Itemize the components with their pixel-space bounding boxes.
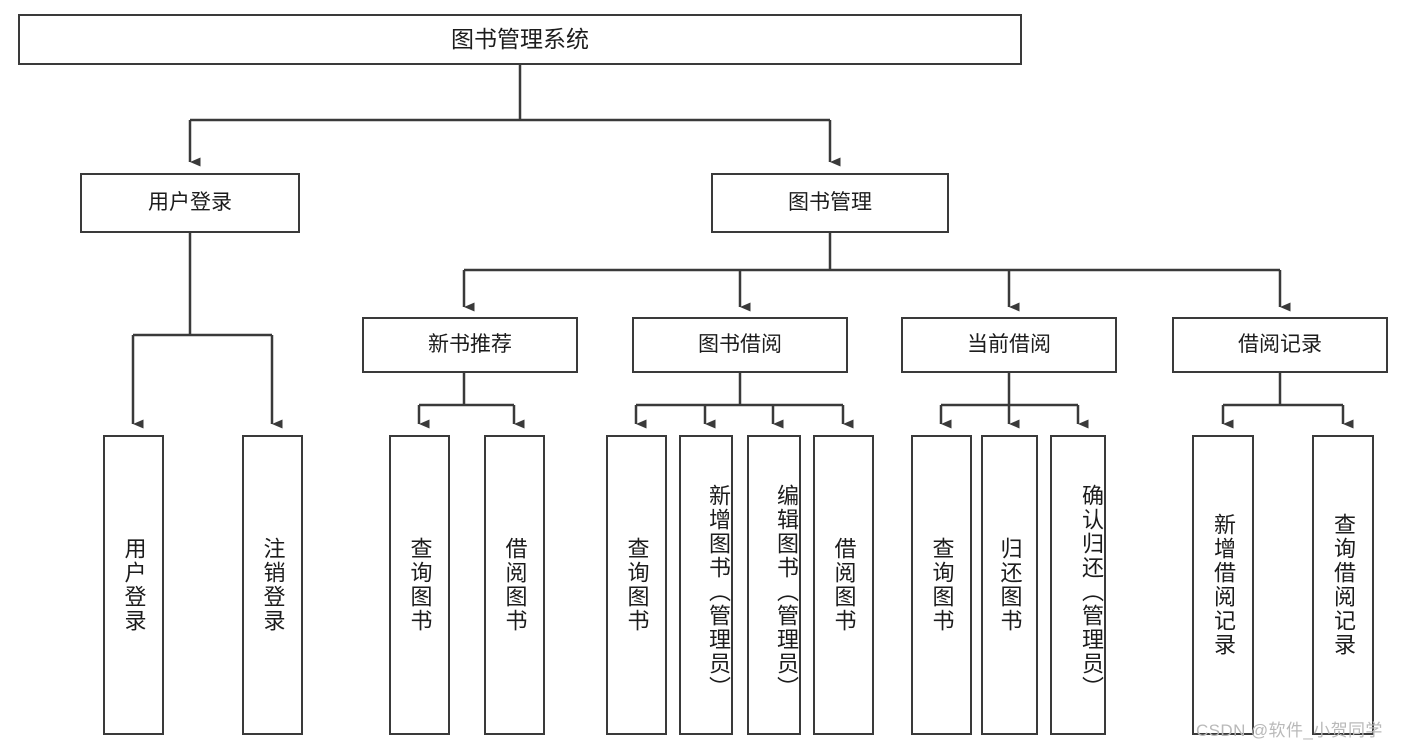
- node-label: 图书管理系统: [451, 25, 589, 52]
- node-label: 图书借阅: [698, 332, 782, 356]
- leaf-borrow-book-recommend[interactable]: 借阅图书: [484, 435, 545, 735]
- node-label: 用户登录: [148, 190, 232, 214]
- node-label: 借阅图书: [831, 537, 857, 633]
- node-label: 借阅图书: [502, 537, 528, 633]
- leaf-confirm-return-admin[interactable]: 确认归还（管理员）: [1050, 435, 1106, 735]
- watermark-csdn: CSDN @软件_小贺同学: [1196, 716, 1383, 741]
- node-book-management[interactable]: 图书管理: [711, 173, 949, 233]
- node-label: 归还图书: [997, 537, 1023, 633]
- node-current-borrow[interactable]: 当前借阅: [901, 317, 1117, 373]
- node-label: 查询图书: [624, 537, 650, 633]
- leaf-query-book-recommend[interactable]: 查询图书: [389, 435, 450, 735]
- leaf-return-book[interactable]: 归还图书: [981, 435, 1038, 735]
- leaf-user-login[interactable]: 用户登录: [103, 435, 164, 735]
- node-label: 注销登录: [260, 537, 286, 633]
- leaf-query-borrow-record[interactable]: 查询借阅记录: [1312, 435, 1374, 735]
- leaf-user-logout[interactable]: 注销登录: [242, 435, 303, 735]
- node-label: 查询借阅记录: [1330, 513, 1356, 657]
- node-label: 新增借阅记录: [1210, 513, 1236, 657]
- leaf-add-borrow-record[interactable]: 新增借阅记录: [1192, 435, 1254, 735]
- node-label: 新增图书（管理员）: [706, 484, 731, 700]
- leaf-borrow-book[interactable]: 借阅图书: [813, 435, 874, 735]
- node-user-login[interactable]: 用户登录: [80, 173, 300, 233]
- node-book-borrow[interactable]: 图书借阅: [632, 317, 848, 373]
- node-label: 新书推荐: [428, 332, 512, 356]
- node-label: 图书管理: [788, 190, 872, 214]
- node-label: 当前借阅: [967, 332, 1051, 356]
- node-root-system[interactable]: 图书管理系统: [18, 14, 1022, 65]
- leaf-query-book-current[interactable]: 查询图书: [911, 435, 972, 735]
- node-label: 确认归还（管理员）: [1079, 484, 1104, 700]
- node-label: 借阅记录: [1238, 332, 1322, 356]
- node-borrow-record[interactable]: 借阅记录: [1172, 317, 1388, 373]
- node-new-book-recommend[interactable]: 新书推荐: [362, 317, 578, 373]
- leaf-query-book-borrow[interactable]: 查询图书: [606, 435, 667, 735]
- leaf-add-book-admin[interactable]: 新增图书（管理员）: [679, 435, 733, 735]
- node-label: 查询图书: [929, 537, 955, 633]
- watermark-text: CSDN @软件_小贺同学: [1196, 721, 1383, 740]
- node-label: 查询图书: [407, 537, 433, 633]
- leaf-edit-book-admin[interactable]: 编辑图书（管理员）: [747, 435, 801, 735]
- node-label: 编辑图书（管理员）: [774, 484, 799, 700]
- node-label: 用户登录: [121, 537, 147, 633]
